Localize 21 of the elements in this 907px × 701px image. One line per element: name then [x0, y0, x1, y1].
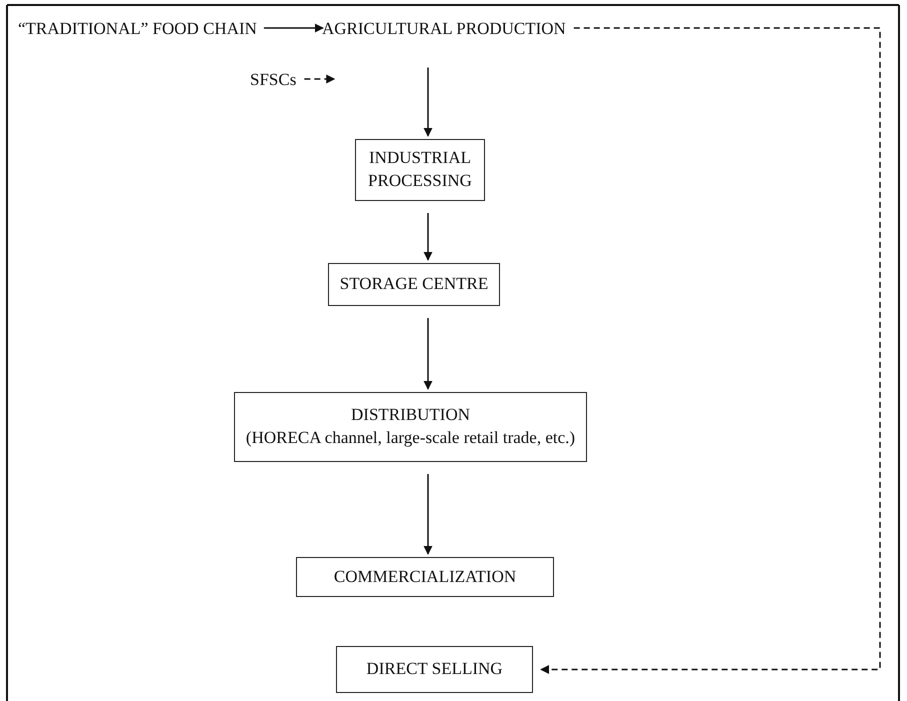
- box-title: INDUSTRIAL PROCESSING: [367, 147, 473, 192]
- dashed-arrow: [304, 74, 336, 84]
- node-label: SFSCs: [250, 67, 296, 93]
- box-subtitle: (HORECA channel, large-scale retail trade, etc.): [246, 427, 576, 449]
- box-title: DISTRIBUTION: [351, 404, 470, 426]
- box-title: DIRECT SELLING: [366, 658, 503, 680]
- arrow: [424, 474, 432, 555]
- arrow: [424, 68, 432, 137]
- node-label: “TRADITIONAL” FOOD CHAIN: [18, 14, 257, 44]
- arrow: [424, 318, 432, 390]
- box-title: STORAGE CENTRE: [340, 273, 488, 296]
- arrow: [264, 24, 324, 33]
- process-box: [336, 646, 533, 693]
- node-label: AGRICULTURAL PRODUCTION: [322, 14, 566, 44]
- process-box: [328, 263, 500, 306]
- arrow: [424, 213, 432, 261]
- process-box: [355, 139, 485, 201]
- process-box: [296, 557, 554, 597]
- dashed-arrow: [540, 27, 881, 674]
- box-title: COMMERCIALIZATION: [334, 566, 516, 588]
- process-box: [234, 392, 587, 462]
